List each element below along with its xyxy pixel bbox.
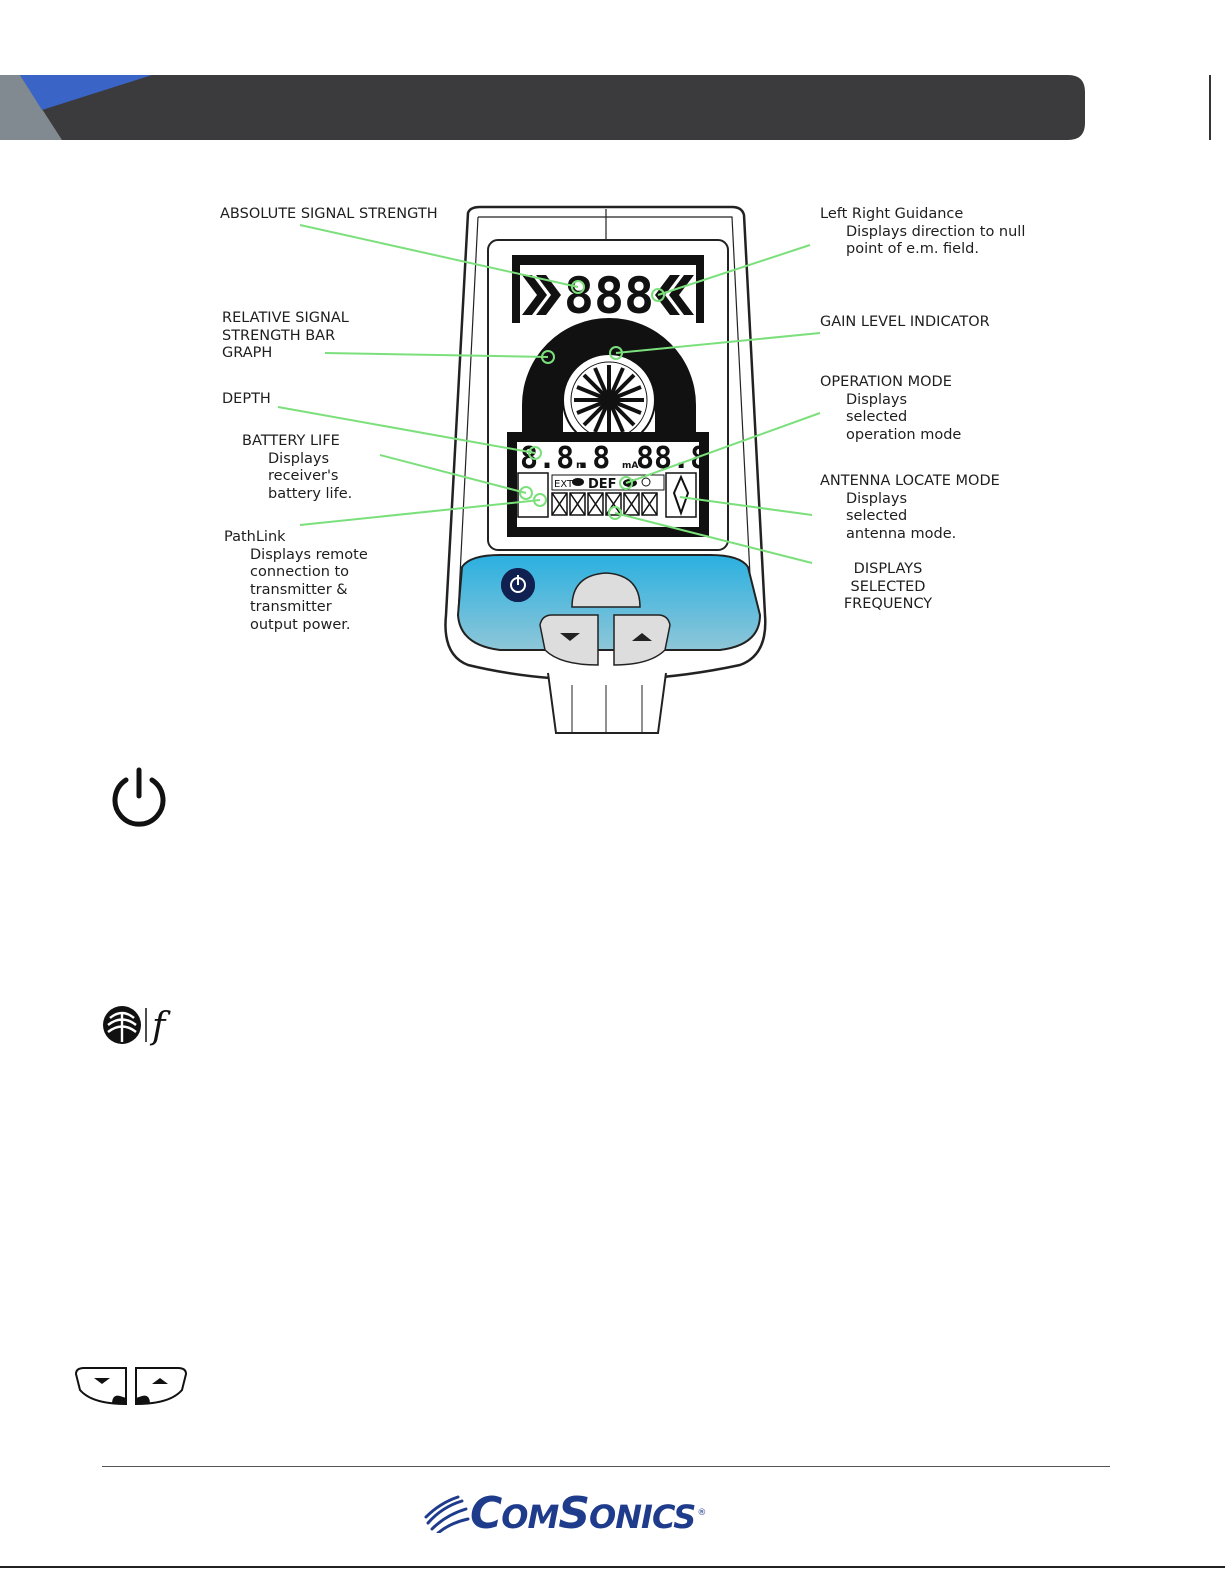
svg-text:f: f xyxy=(149,1006,171,1047)
up-down-arrow-buttons-icon xyxy=(74,1367,188,1406)
lcd-mode-def: DEF xyxy=(588,477,617,492)
label-pathlink: PathLink Displays remote connection to t… xyxy=(224,529,368,633)
header-banner xyxy=(0,75,1211,140)
logo-swoosh-icon xyxy=(424,1495,470,1533)
label-battery-life: BATTERY LIFE Displays receiver's battery… xyxy=(242,433,353,502)
lcd-current-unit: mA xyxy=(622,461,638,471)
footer-rule xyxy=(102,1466,1110,1467)
label-depth: DEPTH xyxy=(222,391,271,407)
bottom-rule xyxy=(0,1566,1225,1568)
comsonics-logo: COMSONICS ® xyxy=(422,1488,706,1539)
label-left-right-guidance: Left Right Guidance Displays direction t… xyxy=(820,206,1026,257)
label-operation-mode: OPERATION MODE Displays selected operati… xyxy=(820,374,962,443)
antenna-frequency-icon: f xyxy=(103,1006,171,1047)
lcd-current-digits: 88.8 xyxy=(636,441,708,476)
label-displays-selected-frequency: DISPLAYS SELECTED FREQUENCY xyxy=(843,561,933,612)
label-absolute-signal-strength: ABSOLUTE SIGNAL STRENGTH xyxy=(220,206,438,222)
receiver-diagram: 888 8.8.8 m mA 88.8 EXT DEF xyxy=(277,205,821,734)
label-antenna-locate-mode: ANTENNA LOCATE MODE Displays selected an… xyxy=(820,473,1000,542)
lcd-depth-unit: m xyxy=(576,460,586,471)
power-icon xyxy=(112,767,166,827)
lcd-mode-ext: EXT xyxy=(554,479,574,490)
label-gain-level-indicator: GAIN LEVEL INDICATOR xyxy=(820,314,990,330)
label-relative-signal: RELATIVE SIGNAL STRENGTH BAR GRAPH xyxy=(222,310,349,361)
lcd-signal-digits: 888 xyxy=(564,267,654,325)
